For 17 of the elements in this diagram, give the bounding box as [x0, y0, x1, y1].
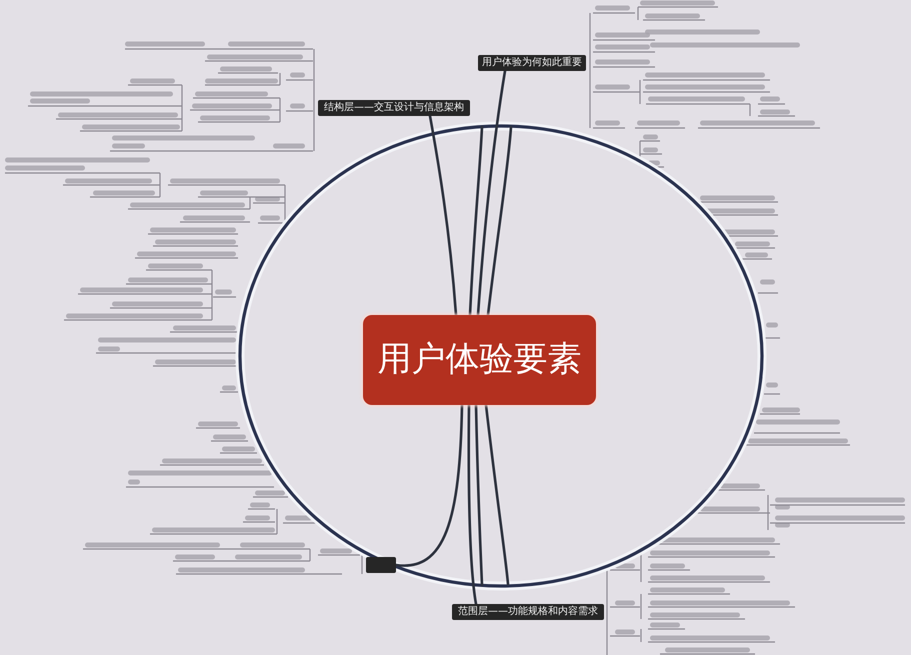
- connector-line: [468, 126, 484, 316]
- branch-topic-box: [366, 557, 396, 573]
- central-topic-box: [363, 315, 596, 405]
- branch-topic-box: [318, 100, 470, 116]
- central-topic-title: 用户体验要素: [378, 340, 582, 380]
- branch-topic-title: 用户体验为何如此重要: [482, 57, 582, 69]
- connector-line: [474, 404, 484, 586]
- connector-line: [394, 404, 464, 567]
- branch-topic-title: 结构层——交互设计与信息架构: [324, 102, 464, 114]
- connector-line: [486, 126, 512, 316]
- branch-topic-box: [478, 55, 586, 71]
- branch-topic-box: [452, 604, 604, 620]
- connector-line: [476, 70, 506, 316]
- connector-line: [428, 114, 458, 316]
- connector-line: [467, 404, 478, 606]
- branch-topic-title: 范围层——功能规格和内容需求: [458, 606, 598, 618]
- connector-line: [484, 404, 510, 586]
